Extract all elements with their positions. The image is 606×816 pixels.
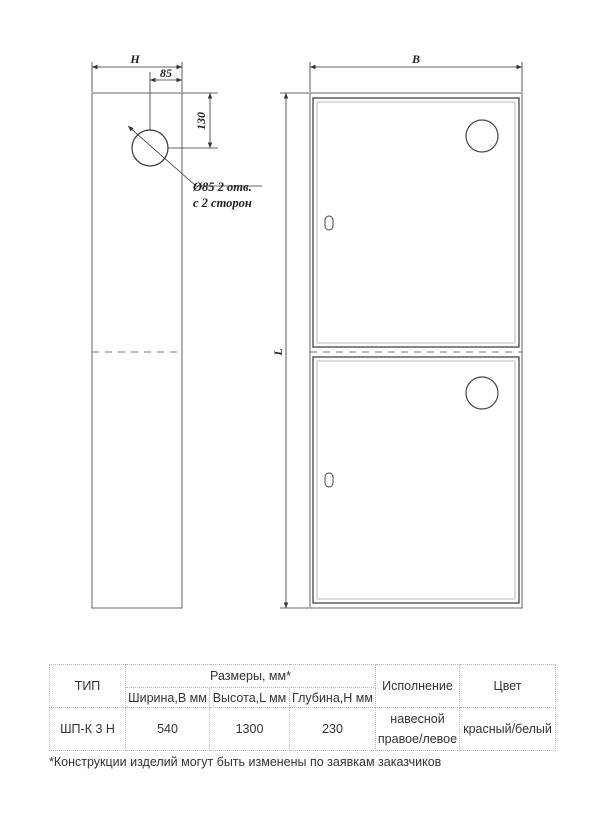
header-version: Исполнение	[375, 664, 460, 708]
hole-note-line2: с 2 сторон	[193, 196, 252, 210]
side-view	[91, 62, 262, 609]
header-type: ТИП	[49, 664, 126, 708]
lower-door-window	[465, 376, 499, 410]
cell-width: 540	[125, 707, 210, 751]
cell-version-line2: правое/левое	[377, 732, 458, 746]
lower-door-outer	[312, 356, 520, 604]
dim-label-hole-top: 130	[194, 112, 208, 130]
cell-height: 1300	[209, 707, 290, 751]
dim-label-width: B	[411, 52, 420, 66]
lower-door-inner	[316, 360, 516, 600]
header-width: Ширина,В мм	[125, 687, 210, 708]
side-hole	[131, 129, 169, 167]
footnote: *Конструкции изделий могут быть изменены…	[49, 755, 442, 769]
hole-leader	[127, 125, 197, 187]
side-panel	[91, 92, 183, 609]
header-dimensions: Размеры, мм*	[125, 664, 376, 688]
upper-door-outer	[312, 97, 520, 348]
cabinet-body	[309, 92, 523, 609]
header-depth: Глубина,Н мм	[289, 687, 376, 708]
dim-label-depth: H	[129, 52, 140, 66]
spec-table: ТИП Размеры, мм* Исполнение Цвет Ширина,…	[49, 664, 556, 751]
dim-label-height: L	[271, 348, 285, 356]
header-color: Цвет	[459, 664, 556, 708]
dim-label-offset: 85	[160, 66, 172, 80]
upper-door-lock	[324, 215, 334, 231]
header-height: Высота,L мм	[209, 687, 290, 708]
lower-door-lock	[324, 472, 334, 488]
cabinet-drawing: H 85 130 Ø85 2 отв. с 2 сторон B L	[91, 52, 523, 609]
cell-depth: 230	[289, 707, 376, 751]
cell-color: красный/белый	[459, 707, 556, 751]
upper-door-inner	[316, 101, 516, 344]
cell-type: ШП-К 3 Н	[49, 707, 126, 751]
front-view	[280, 62, 523, 609]
upper-door-window	[465, 119, 499, 153]
hole-note-line1: Ø85 2 отв.	[192, 180, 252, 194]
cell-version-line1: навесной	[390, 712, 445, 726]
cell-version: навесной правое/левое	[375, 707, 460, 751]
